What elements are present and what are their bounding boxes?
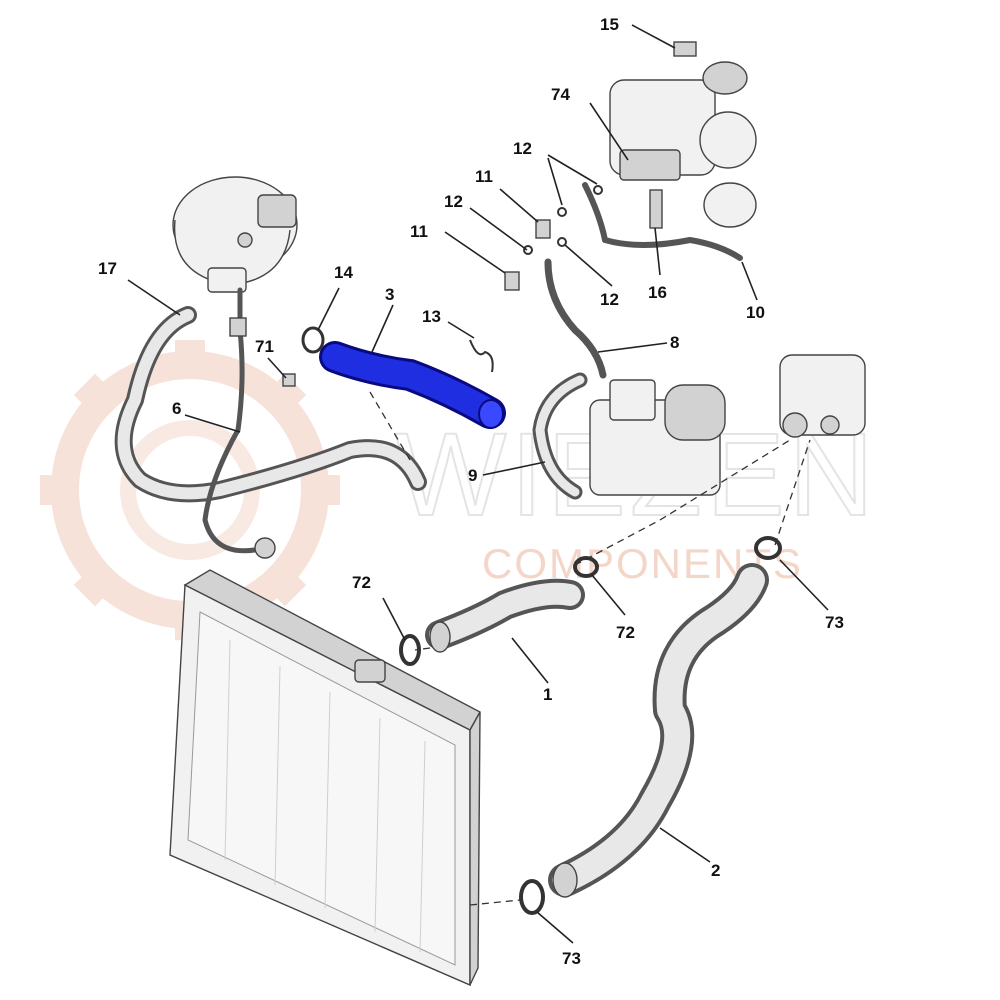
- turbocharger: [609, 61, 757, 228]
- label-12-top: 12: [513, 139, 532, 158]
- clamp-72-left: [399, 634, 421, 666]
- label-74: 74: [551, 85, 570, 104]
- expansion-tank: [172, 176, 298, 293]
- label-3: 3: [385, 285, 394, 304]
- hose-17: [114, 306, 427, 503]
- clamp-72-right: [573, 556, 599, 578]
- label-6: 6: [172, 399, 181, 418]
- o-ring-14: [301, 326, 325, 354]
- pipe-8: [544, 182, 743, 379]
- clip-13: [469, 339, 494, 373]
- pipe-6: [202, 287, 276, 559]
- label-16: 16: [648, 283, 667, 302]
- label-71: 71: [255, 337, 274, 356]
- label-73-right: 73: [825, 613, 844, 632]
- heat-exchanger: [589, 379, 726, 496]
- label-12-middle: 12: [444, 192, 463, 211]
- hose-2: [548, 563, 769, 898]
- hose-1: [425, 578, 585, 653]
- part-labels: 1 2 3 6 8 9 10 11 11 12 12 12 13 14 15 1…: [98, 15, 844, 968]
- label-11-top: 11: [475, 167, 493, 186]
- connection-lines: [369, 391, 811, 906]
- label-12-bottom: 12: [600, 290, 619, 309]
- label-17: 17: [98, 259, 117, 278]
- water-outlet-housing: [779, 354, 866, 438]
- label-8: 8: [670, 333, 679, 352]
- radiator: [169, 569, 481, 987]
- clamp-73-bottom: [519, 879, 545, 915]
- highlighted-hose-3: [319, 341, 506, 429]
- label-2: 2: [711, 861, 720, 880]
- clamp-73-top: [754, 536, 782, 560]
- label-13: 13: [422, 307, 441, 326]
- label-14: 14: [334, 263, 353, 282]
- label-9: 9: [468, 466, 477, 485]
- label-1: 1: [543, 685, 552, 704]
- leader-lines: [127, 24, 829, 944]
- label-10: 10: [746, 303, 765, 322]
- label-72-left: 72: [352, 573, 371, 592]
- label-11-bottom: 11: [410, 222, 428, 241]
- label-73-bottom: 73: [562, 949, 581, 968]
- label-72-right: 72: [616, 623, 635, 642]
- hose-9: [532, 372, 588, 500]
- small-hardware: [282, 41, 697, 387]
- label-15: 15: [600, 15, 619, 34]
